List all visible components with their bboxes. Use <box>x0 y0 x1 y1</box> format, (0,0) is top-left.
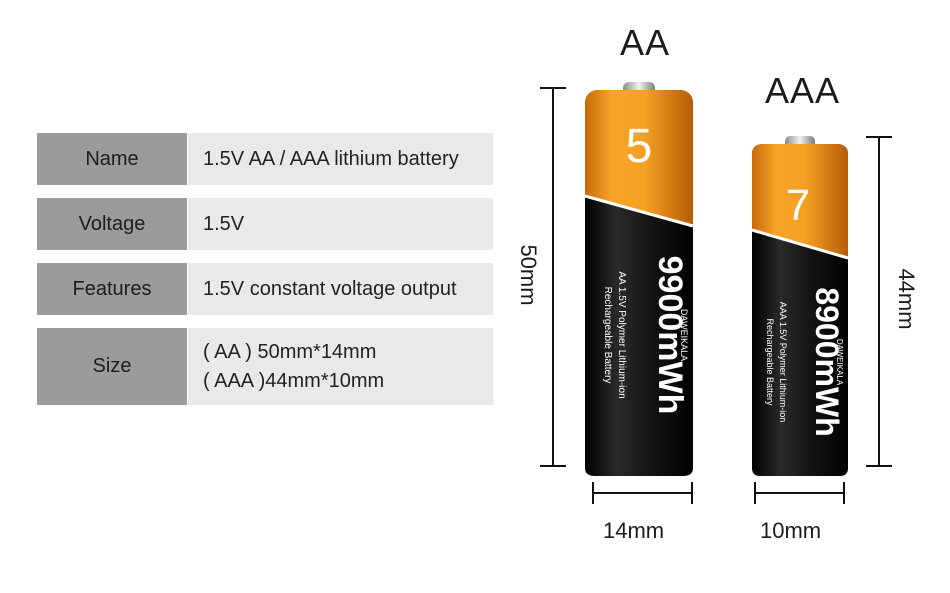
aa-height-label: 50mm <box>516 244 541 306</box>
spec-label: Size <box>37 328 187 405</box>
spec-value-text: ( AAA )44mm*10mm <box>203 369 385 392</box>
spec-value-text: 1.5V constant voltage output <box>203 277 457 300</box>
spec-label: Name <box>37 133 187 185</box>
aaa-capacity: 8900mWh <box>809 287 845 436</box>
spec-value: 1.5V <box>188 198 493 250</box>
aaa-type-label: AAA <box>765 70 841 111</box>
aa-width-cap-right <box>691 482 693 504</box>
aaa-desc-line2: Rechargeable Battery <box>765 318 775 406</box>
aaa-height-line <box>878 136 880 467</box>
aa-width-cap-left <box>592 482 594 504</box>
aa-height-cap-top <box>540 87 566 89</box>
aaa-number: 7 <box>786 181 810 230</box>
aaa-battery: 7 8900mWh DAWEIKALA AAA 1.5V Polymer Lit… <box>751 136 849 476</box>
spec-row-name: Name 1.5V AA / AAA lithium battery <box>37 133 493 185</box>
aa-height-line <box>552 87 554 467</box>
aa-orange-band <box>585 90 693 226</box>
aaa-desc-line1: AAA 1.5V Polymer Lithium-ion <box>778 302 788 423</box>
spec-label: Features <box>37 263 187 315</box>
aa-width-label: 14mm <box>603 518 665 543</box>
aa-width-line <box>592 492 693 494</box>
spec-value-text: 1.5V AA / AAA lithium battery <box>203 147 459 170</box>
aaa-orange-band <box>752 144 848 258</box>
aaa-width-cap-right <box>843 482 845 504</box>
aa-number: 5 <box>626 120 653 173</box>
aa-capacity: 9900mWh <box>651 256 689 415</box>
spec-value: 1.5V constant voltage output <box>188 263 493 315</box>
spec-value-text: 1.5V <box>203 212 245 235</box>
aaa-width-cap-left <box>754 482 756 504</box>
spec-row-size: Size ( AA ) 50mm*14mm ( AAA )44mm*10mm <box>37 328 493 405</box>
aa-battery: 5 9900mWh DAWEIKALA AA 1.5V Polymer Lith… <box>584 82 694 476</box>
spec-row-voltage: Voltage 1.5V <box>37 198 493 250</box>
aaa-height-label: 44mm <box>894 268 919 330</box>
spec-value-text: ( AA ) 50mm*14mm <box>203 340 377 363</box>
aa-desc-line2: Rechargeable Battery <box>602 287 613 384</box>
aa-brand: DAWEIKALA <box>679 309 689 361</box>
aaa-height-cap-top <box>866 136 892 138</box>
aaa-width-line <box>754 492 845 494</box>
aaa-height-cap-bottom <box>866 465 892 467</box>
aa-height-cap-bottom <box>540 465 566 467</box>
spec-row-features: Features 1.5V constant voltage output <box>37 263 493 315</box>
aa-desc-line1: AA 1.5V Polymer Lithium-ion <box>616 271 627 398</box>
spec-value: 1.5V AA / AAA lithium battery <box>188 133 493 185</box>
spec-label: Voltage <box>37 198 187 250</box>
aaa-width-label: 10mm <box>760 518 822 543</box>
spec-value: ( AA ) 50mm*14mm ( AAA )44mm*10mm <box>188 328 493 405</box>
aa-type-label: AA <box>620 22 671 63</box>
aaa-brand: DAWEIKALA <box>835 339 844 386</box>
